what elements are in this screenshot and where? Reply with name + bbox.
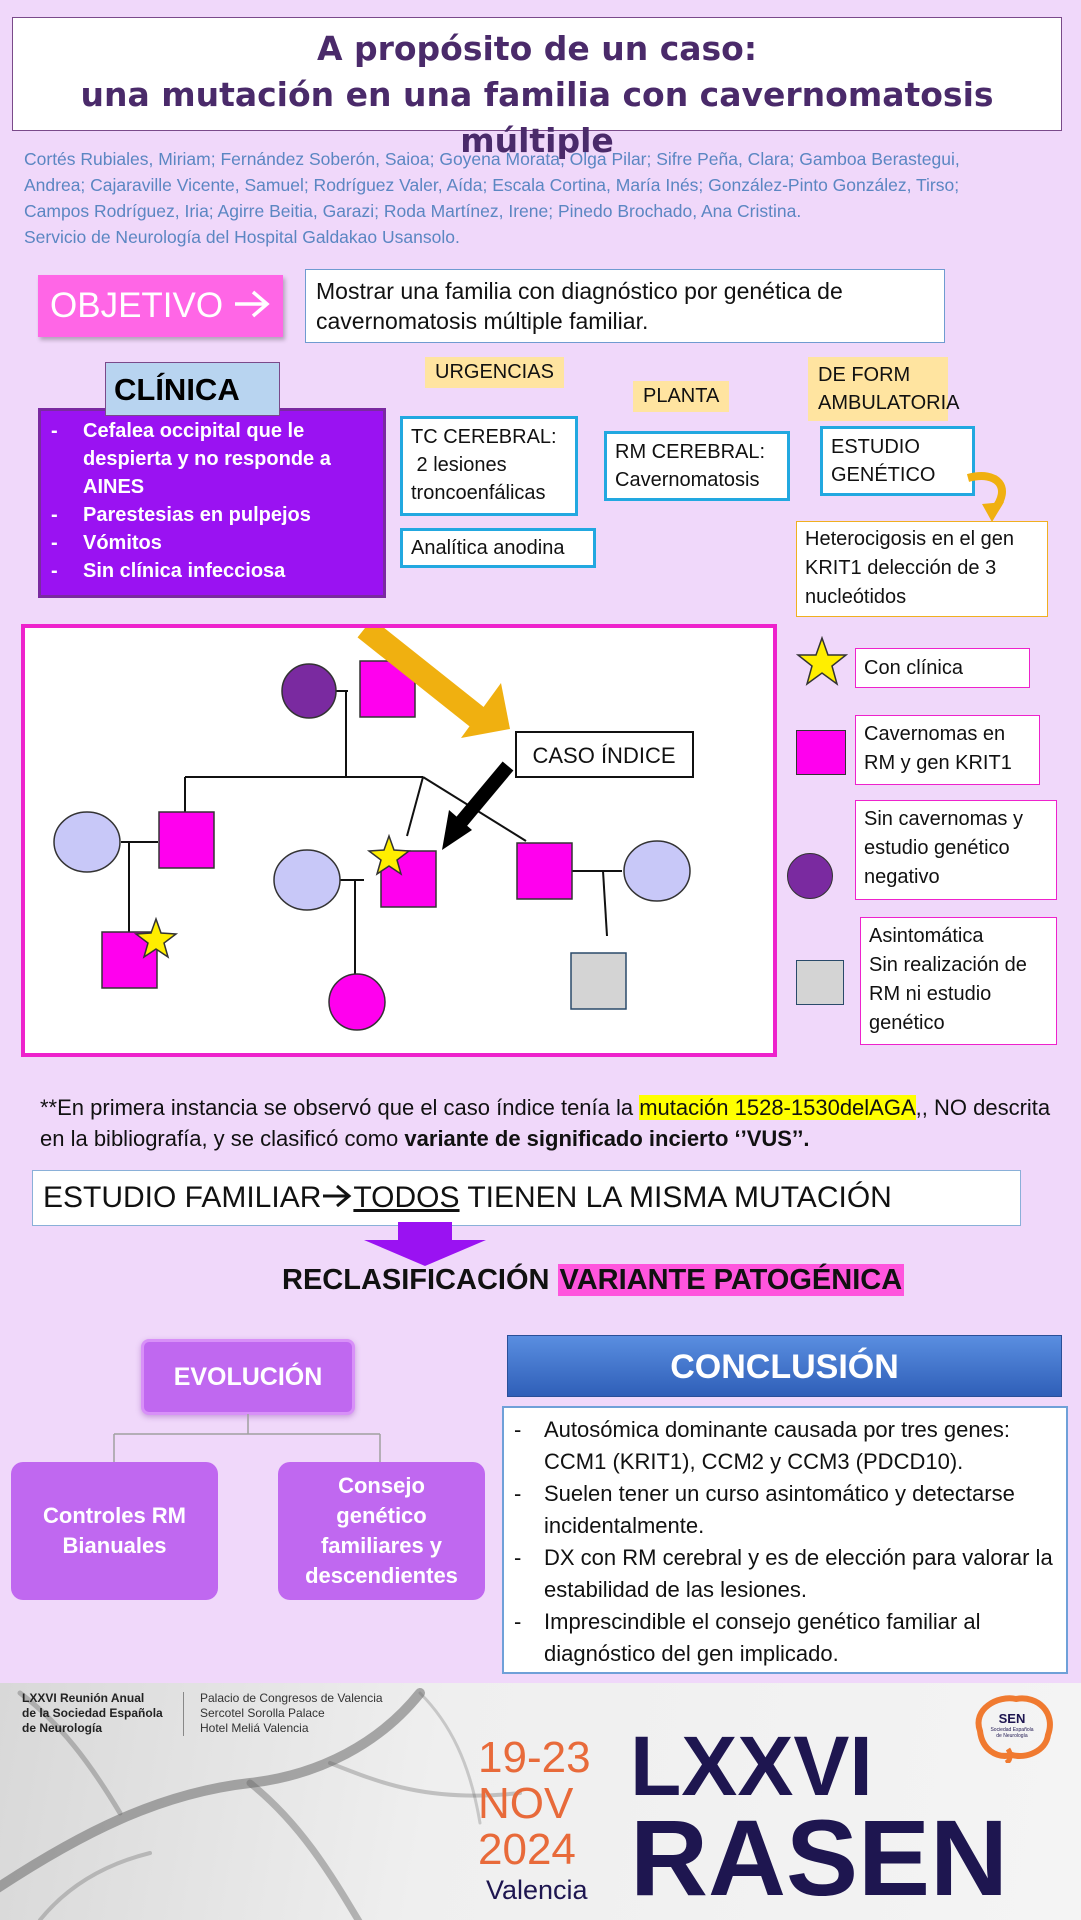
evolucion-connector (113, 1414, 381, 1462)
conclusion-item: -Suelen tener un curso asintomático y de… (514, 1481, 1015, 1538)
legend-cavernomas: Cavernomas en RM y gen KRIT1 (855, 715, 1040, 785)
black-arrow-icon (442, 761, 514, 850)
title-box: A propósito de un caso: una mutación en … (12, 17, 1062, 160)
note-paragraph: **En primera instancia se observó que el… (40, 1095, 1051, 1151)
yellow-arrow-icon (357, 618, 510, 738)
reclasificacion-text: RECLASIFICACIÓN VARIANTE PATOGÉNICA (282, 1264, 905, 1296)
authors-service: Servicio de Neurología del Hospital Gald… (24, 227, 460, 247)
conclusion-item: -DX con RM cerebral y es de elección par… (514, 1545, 1053, 1602)
legend-asintomatica: Asintomática Sin realización de RM ni es… (860, 917, 1057, 1045)
legend-sin-cavernomas: Sin cavernomas y estudio genético negati… (855, 800, 1057, 900)
clinica-item: -Sin clínica infecciosa (51, 560, 286, 582)
pedigree-diagram: CASO ÍNDICE (53, 618, 694, 1031)
pedigree-circle (281, 663, 337, 719)
heterocigosis-box: Heterocigosis en el gen KRIT1 delección … (796, 521, 1048, 617)
venue-list: Palacio de Congresos de Valencia Sercote… (200, 1691, 383, 1735)
evolucion-consejo: Consejo genético familiares y descendien… (278, 1462, 485, 1600)
down-arrow-icon (364, 1222, 486, 1266)
arrow-right-icon (234, 290, 270, 318)
clinica-item: -Cefalea occipital que le despierta y no… (51, 420, 331, 498)
evolucion-controles: Controles RM Bianuales (11, 1462, 218, 1600)
objetivo-label-text: OBJETIVO (50, 286, 224, 325)
star-icon (133, 916, 179, 959)
footer-city: Valencia (486, 1875, 588, 1905)
clinica-title: CLÍNICA (105, 362, 280, 416)
clinica-item: -Parestesias en pulpejos (51, 504, 311, 526)
footer-divider (183, 1692, 184, 1736)
caso-indice-label: CASO ÍNDICE (532, 743, 675, 768)
pedigree-circle (623, 840, 691, 902)
pedigree-square (359, 660, 416, 718)
pedigree-circle (53, 811, 121, 873)
mutation-highlight: mutación 1528-1530delAGA (639, 1095, 916, 1120)
brain-logo-icon (975, 1695, 1053, 1763)
title-line-2: una mutación en una familia con cavernom… (80, 75, 994, 160)
clinica-box: -Cefalea occipital que le despierta y no… (38, 408, 386, 598)
footer-dates: 19-23 NOV 2024 (478, 1733, 591, 1874)
conclusion-item: -Imprescindible el consejo genético fami… (514, 1609, 981, 1666)
legend-square-magenta (796, 730, 846, 775)
legend-con-clinica: Con clínica (855, 648, 1030, 688)
footer-banner: LXXVI Reunión Anual de la Sociedad Españ… (0, 1683, 1081, 1920)
clinica-item: -Vómitos (51, 532, 162, 554)
neuron-background (0, 1688, 522, 1920)
authors-line-1: Cortés Rubiales, Miriam; Fernández Sober… (24, 149, 960, 169)
pedigree-square (570, 952, 627, 1010)
legend-square-gray (796, 960, 844, 1005)
authors-line-3: Campos Rodríguez, Iria; Agirre Beitia, G… (24, 201, 802, 221)
variante-highlight: VARIANTE PATOGÉNICA (557, 1264, 905, 1296)
meeting-name: LXXVI Reunión Anual de la Sociedad Españ… (22, 1691, 163, 1735)
footer-rasen: RASEN (630, 1797, 1009, 1918)
pedigree-circle (273, 849, 341, 911)
pedigree-box: CASO ÍNDICE (21, 618, 777, 1057)
planta-tag: PLANTA (633, 381, 730, 412)
conclusion-box: -Autosómica dominante causada por tres g… (502, 1406, 1068, 1674)
star-icon (366, 833, 412, 876)
estudio-genetico-box: ESTUDIO GENÉTICO (820, 426, 975, 496)
legend-circle-purple (787, 853, 833, 899)
sen-logo: SEN Sociedad Española de Neurología (968, 1691, 1056, 1763)
conclusion-title: CONCLUSIÓN (507, 1335, 1062, 1397)
rm-cerebral-box: RM CEREBRAL: Cavernomatosis (604, 431, 790, 501)
tc-cerebral-box: TC CEREBRAL: 2 lesiones troncoenfálicas (400, 416, 578, 516)
curved-arrow-icon (966, 472, 1006, 522)
ambulatoria-tag: DE FORM AMBULATORIA (808, 357, 960, 421)
pedigree-square (516, 842, 573, 900)
objetivo-label: OBJETIVO (38, 275, 283, 337)
analitica-box: Analítica anodina (400, 528, 596, 568)
authors-line-2: Andrea; Cajaraville Vicente, Samuel; Rod… (24, 175, 960, 195)
objetivo-text: Mostrar una familia con diagnóstico por … (305, 269, 945, 343)
footer-lxxvi: LXXVI (630, 1719, 873, 1813)
conclusion-item: -Autosómica dominante causada por tres g… (514, 1417, 1010, 1474)
title-line-1: A propósito de un caso: (316, 29, 758, 68)
pedigree-circle (328, 973, 386, 1031)
evolucion-title: EVOLUCIÓN (141, 1339, 355, 1415)
star-icon (796, 636, 848, 686)
pedigree-square (158, 811, 215, 869)
authors: Cortés Rubiales, Miriam; Fernández Sober… (24, 146, 1064, 250)
urgencias-tag: URGENCIAS (425, 357, 564, 388)
arrow-right-icon (323, 1184, 352, 1208)
